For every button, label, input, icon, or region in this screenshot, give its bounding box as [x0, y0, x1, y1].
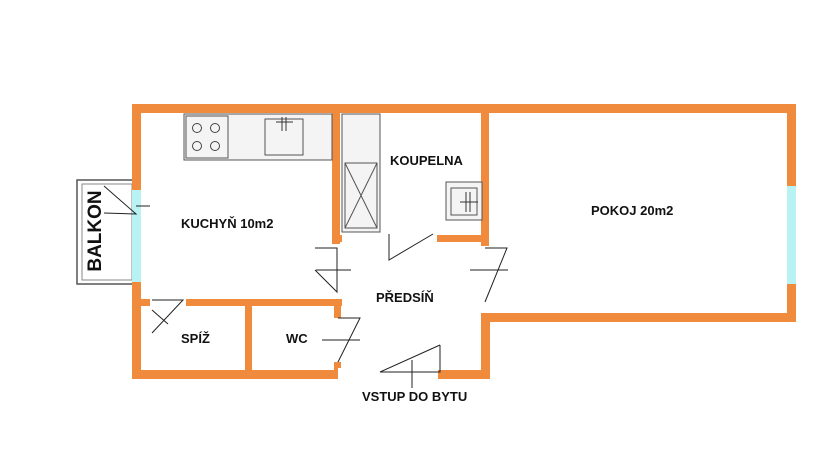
door-gaps [150, 232, 492, 381]
kitchen-counter [183, 113, 333, 161]
windows [132, 186, 796, 284]
wall-pantry-wc [245, 299, 252, 379]
entrance-label: VSTUP DO BYTU [362, 389, 467, 404]
balcony: BALKON [76, 179, 135, 285]
wall-hall-right [481, 313, 490, 379]
wall-bottom [132, 370, 490, 379]
window-room [787, 186, 796, 284]
wall-kitchen-bath [332, 104, 340, 244]
room-label-kitchen: KUCHYŇ 10m2 [181, 216, 273, 231]
wall-room-bottom [481, 313, 796, 322]
room-label-pantry: SPÍŽ [181, 331, 210, 346]
wall-top [132, 104, 796, 113]
sink-icon [264, 117, 304, 156]
wall-bath-room [481, 104, 489, 248]
room-label-hall: PŘEDSÍŇ [376, 290, 434, 305]
shower-icon [341, 113, 381, 233]
room-label-room: POKOJ 20m2 [591, 203, 673, 218]
wall-pantry-top [132, 299, 342, 306]
door-swing-icon [103, 185, 508, 388]
washbasin-icon [445, 181, 483, 221]
window-balcony [132, 190, 141, 282]
room-label-bathroom: KOUPELNA [390, 153, 464, 168]
room-label-wc: WC [286, 331, 308, 346]
balcony-label: BALKON [85, 190, 106, 271]
stove-icon [185, 115, 229, 159]
